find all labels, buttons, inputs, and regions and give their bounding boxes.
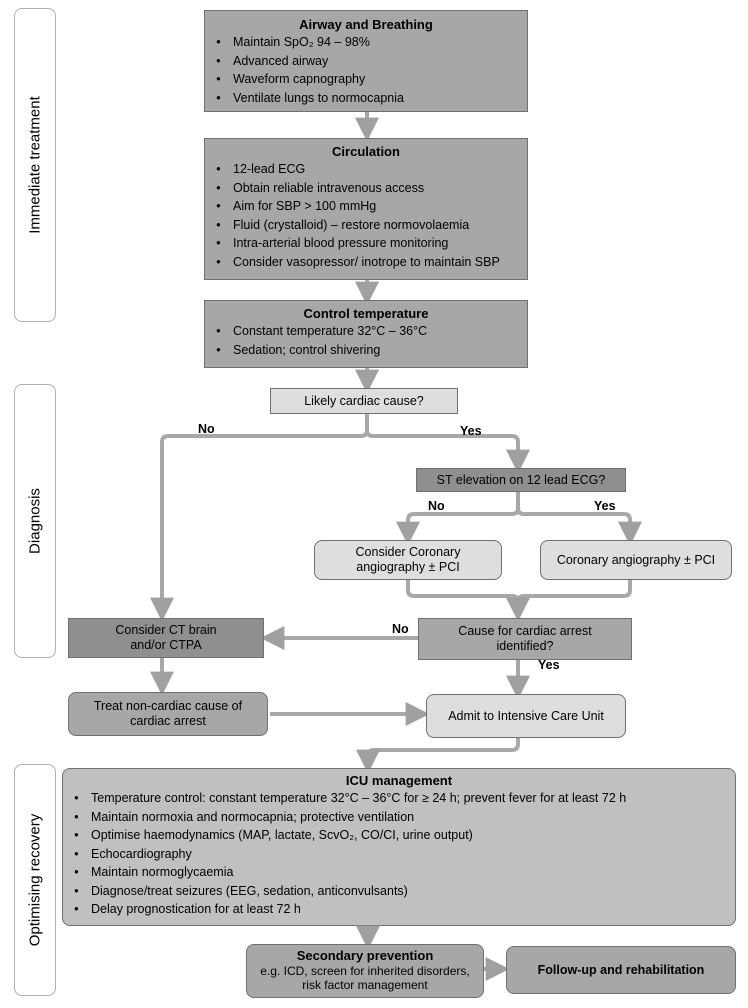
icu-item: Echocardiography <box>71 845 727 864</box>
icu-management-box: ICU management Temperature control: cons… <box>62 768 736 926</box>
yes-label: Yes <box>538 658 560 672</box>
yes-label: Yes <box>594 499 616 513</box>
icu-item: Maintain normoxia and normocapnia; prote… <box>71 808 727 827</box>
no-label: No <box>198 422 215 436</box>
control-temperature-box: Control temperature Constant temperature… <box>204 300 528 368</box>
secondary-prevention-box: Secondary prevention e.g. ICD, screen fo… <box>246 944 484 998</box>
consider-angiography-box: Consider Coronary angiography ± PCI <box>314 540 502 580</box>
airway-item: Maintain SpO₂ 94 – 98% <box>213 33 519 52</box>
no-label: No <box>392 622 409 636</box>
ct-brain-text: Consider CT brain and/or CTPA <box>115 623 217 652</box>
ct-brain-box: Consider CT brain and/or CTPA <box>68 618 264 658</box>
circulation-title: Circulation <box>332 144 400 159</box>
st-elevation-box: ST elevation on 12 lead ECG? <box>416 468 626 492</box>
treat-noncardiac-box: Treat non-cardiac cause of cardiac arres… <box>68 692 268 736</box>
circulation-box: Circulation 12-lead ECG Obtain reliable … <box>204 138 528 280</box>
circulation-item: 12-lead ECG <box>213 160 519 179</box>
temperature-item: Constant temperature 32°C – 36°C <box>213 322 519 341</box>
cause-identified-text: Cause for cardiac arrest identified? <box>458 624 592 653</box>
icu-item: Diagnose/treat seizures (EEG, sedation, … <box>71 882 727 901</box>
section-optimising-recovery: Optimising recovery <box>14 764 56 996</box>
followup-text: Follow-up and rehabilitation <box>537 962 705 977</box>
circulation-item: Obtain reliable intravenous access <box>213 179 519 198</box>
temperature-title: Control temperature <box>303 306 429 321</box>
circulation-item: Aim for SBP > 100 mmHg <box>213 197 519 216</box>
st-elevation-text: ST elevation on 12 lead ECG? <box>436 472 606 487</box>
likely-cardiac-cause-text: Likely cardiac cause? <box>304 393 424 408</box>
followup-box: Follow-up and rehabilitation <box>506 946 736 994</box>
airway-item: Advanced airway <box>213 52 519 71</box>
cause-identified-box: Cause for cardiac arrest identified? <box>418 618 632 660</box>
no-label: No <box>428 499 445 513</box>
airway-item: Waveform capnography <box>213 70 519 89</box>
admit-icu-box: Admit to Intensive Care Unit <box>426 694 626 738</box>
secondary-text: e.g. ICD, screen for inherited disorders… <box>260 964 470 992</box>
coronary-angiography-text: Coronary angiography ± PCI <box>556 552 716 567</box>
airway-item: Ventilate lungs to normocapnia <box>213 89 519 108</box>
icu-item: Temperature control: constant temperatur… <box>71 789 727 808</box>
section-diagnosis: Diagnosis <box>14 384 56 658</box>
icu-title: ICU management <box>345 773 453 788</box>
yes-label: Yes <box>460 424 482 438</box>
likely-cardiac-cause-box: Likely cardiac cause? <box>270 388 458 414</box>
airway-breathing-box: Airway and Breathing Maintain SpO₂ 94 – … <box>204 10 528 112</box>
circulation-item: Intra-arterial blood pressure monitoring <box>213 234 519 253</box>
admit-icu-text: Admit to Intensive Care Unit <box>448 708 604 723</box>
consider-angiography-text: Consider Coronary angiography ± PCI <box>355 545 461 574</box>
treat-noncardiac-text: Treat non-cardiac cause of cardiac arres… <box>93 699 243 728</box>
circulation-item: Fluid (crystalloid) – restore normovolae… <box>213 216 519 235</box>
secondary-title: Secondary prevention <box>296 948 434 963</box>
icu-item: Maintain normoglycaemia <box>71 863 727 882</box>
section-immediate-treatment: Immediate treatment <box>14 8 56 322</box>
icu-item: Delay prognostication for at least 72 h <box>71 900 727 919</box>
temperature-item: Sedation; control shivering <box>213 341 519 360</box>
airway-title: Airway and Breathing <box>299 17 433 32</box>
coronary-angiography-box: Coronary angiography ± PCI <box>540 540 732 580</box>
circulation-item: Consider vasopressor/ inotrope to mainta… <box>213 253 519 272</box>
icu-item: Optimise haemodynamics (MAP, lactate, Sc… <box>71 826 727 845</box>
